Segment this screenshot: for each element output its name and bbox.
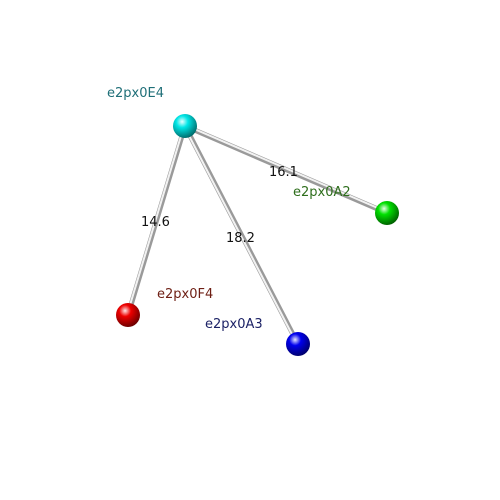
- edge-label-cyan-green: 16.1: [269, 165, 298, 180]
- node-label-red: e2px0F4: [157, 287, 213, 302]
- edge-cyan-red: [125, 123, 188, 318]
- edge-label-cyan-red: 14.6: [141, 215, 170, 230]
- node-red-sphere: [116, 303, 140, 327]
- edge-label-cyan-blue: 18.2: [226, 231, 255, 246]
- node-label-cyan: e2px0E4: [107, 86, 164, 101]
- edge-cyan-green: [182, 123, 390, 216]
- node-cyan-sphere: [173, 114, 197, 138]
- node-blue-sphere: [286, 332, 310, 356]
- node-label-blue: e2px0A3: [205, 317, 263, 332]
- edge-cyan-blue: [182, 123, 301, 347]
- node-green-sphere: [375, 201, 399, 225]
- node-label-green: e2px0A2: [293, 185, 351, 200]
